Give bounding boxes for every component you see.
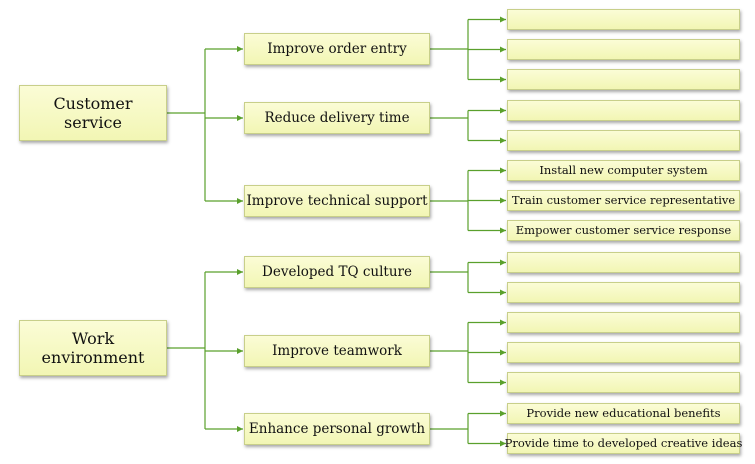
branch-node-improve-teamwork: Improve teamwork xyxy=(244,335,430,367)
leaf-node xyxy=(507,282,740,303)
leaf-node xyxy=(507,39,740,60)
root-node-customer-service: Customer service xyxy=(19,85,167,141)
leaf-node xyxy=(507,9,740,30)
branch-node-improve-technical-support: Improve technical support xyxy=(244,185,430,217)
branch-node-improve-order-entry: Improve order entry xyxy=(244,33,430,65)
leaf-node-empower-customer-service-response: Empower customer service response xyxy=(507,220,740,241)
leaf-node xyxy=(507,69,740,90)
root-node-work-environment: Work environment xyxy=(19,320,167,376)
leaf-node-install-new-computer-system: Install new computer system xyxy=(507,160,740,181)
branch-node-developed-tq-culture: Developed TQ culture xyxy=(244,256,430,288)
leaf-node xyxy=(507,312,740,333)
branch-node-enhance-personal-growth: Enhance personal growth xyxy=(244,413,430,445)
leaf-node xyxy=(507,342,740,363)
leaf-node xyxy=(507,130,740,151)
leaf-node-provide-time-to-developed-creative-ideas: Provide time to developed creative ideas xyxy=(505,433,742,454)
leaf-node xyxy=(507,252,740,273)
leaf-node-train-customer-service-representative: Train customer service representative xyxy=(507,190,740,211)
leaf-node xyxy=(507,372,740,393)
branch-node-reduce-delivery-time: Reduce delivery time xyxy=(244,102,430,134)
leaf-node-provide-new-educational-benefits: Provide new educational benefits xyxy=(507,403,740,424)
leaf-node xyxy=(507,100,740,121)
